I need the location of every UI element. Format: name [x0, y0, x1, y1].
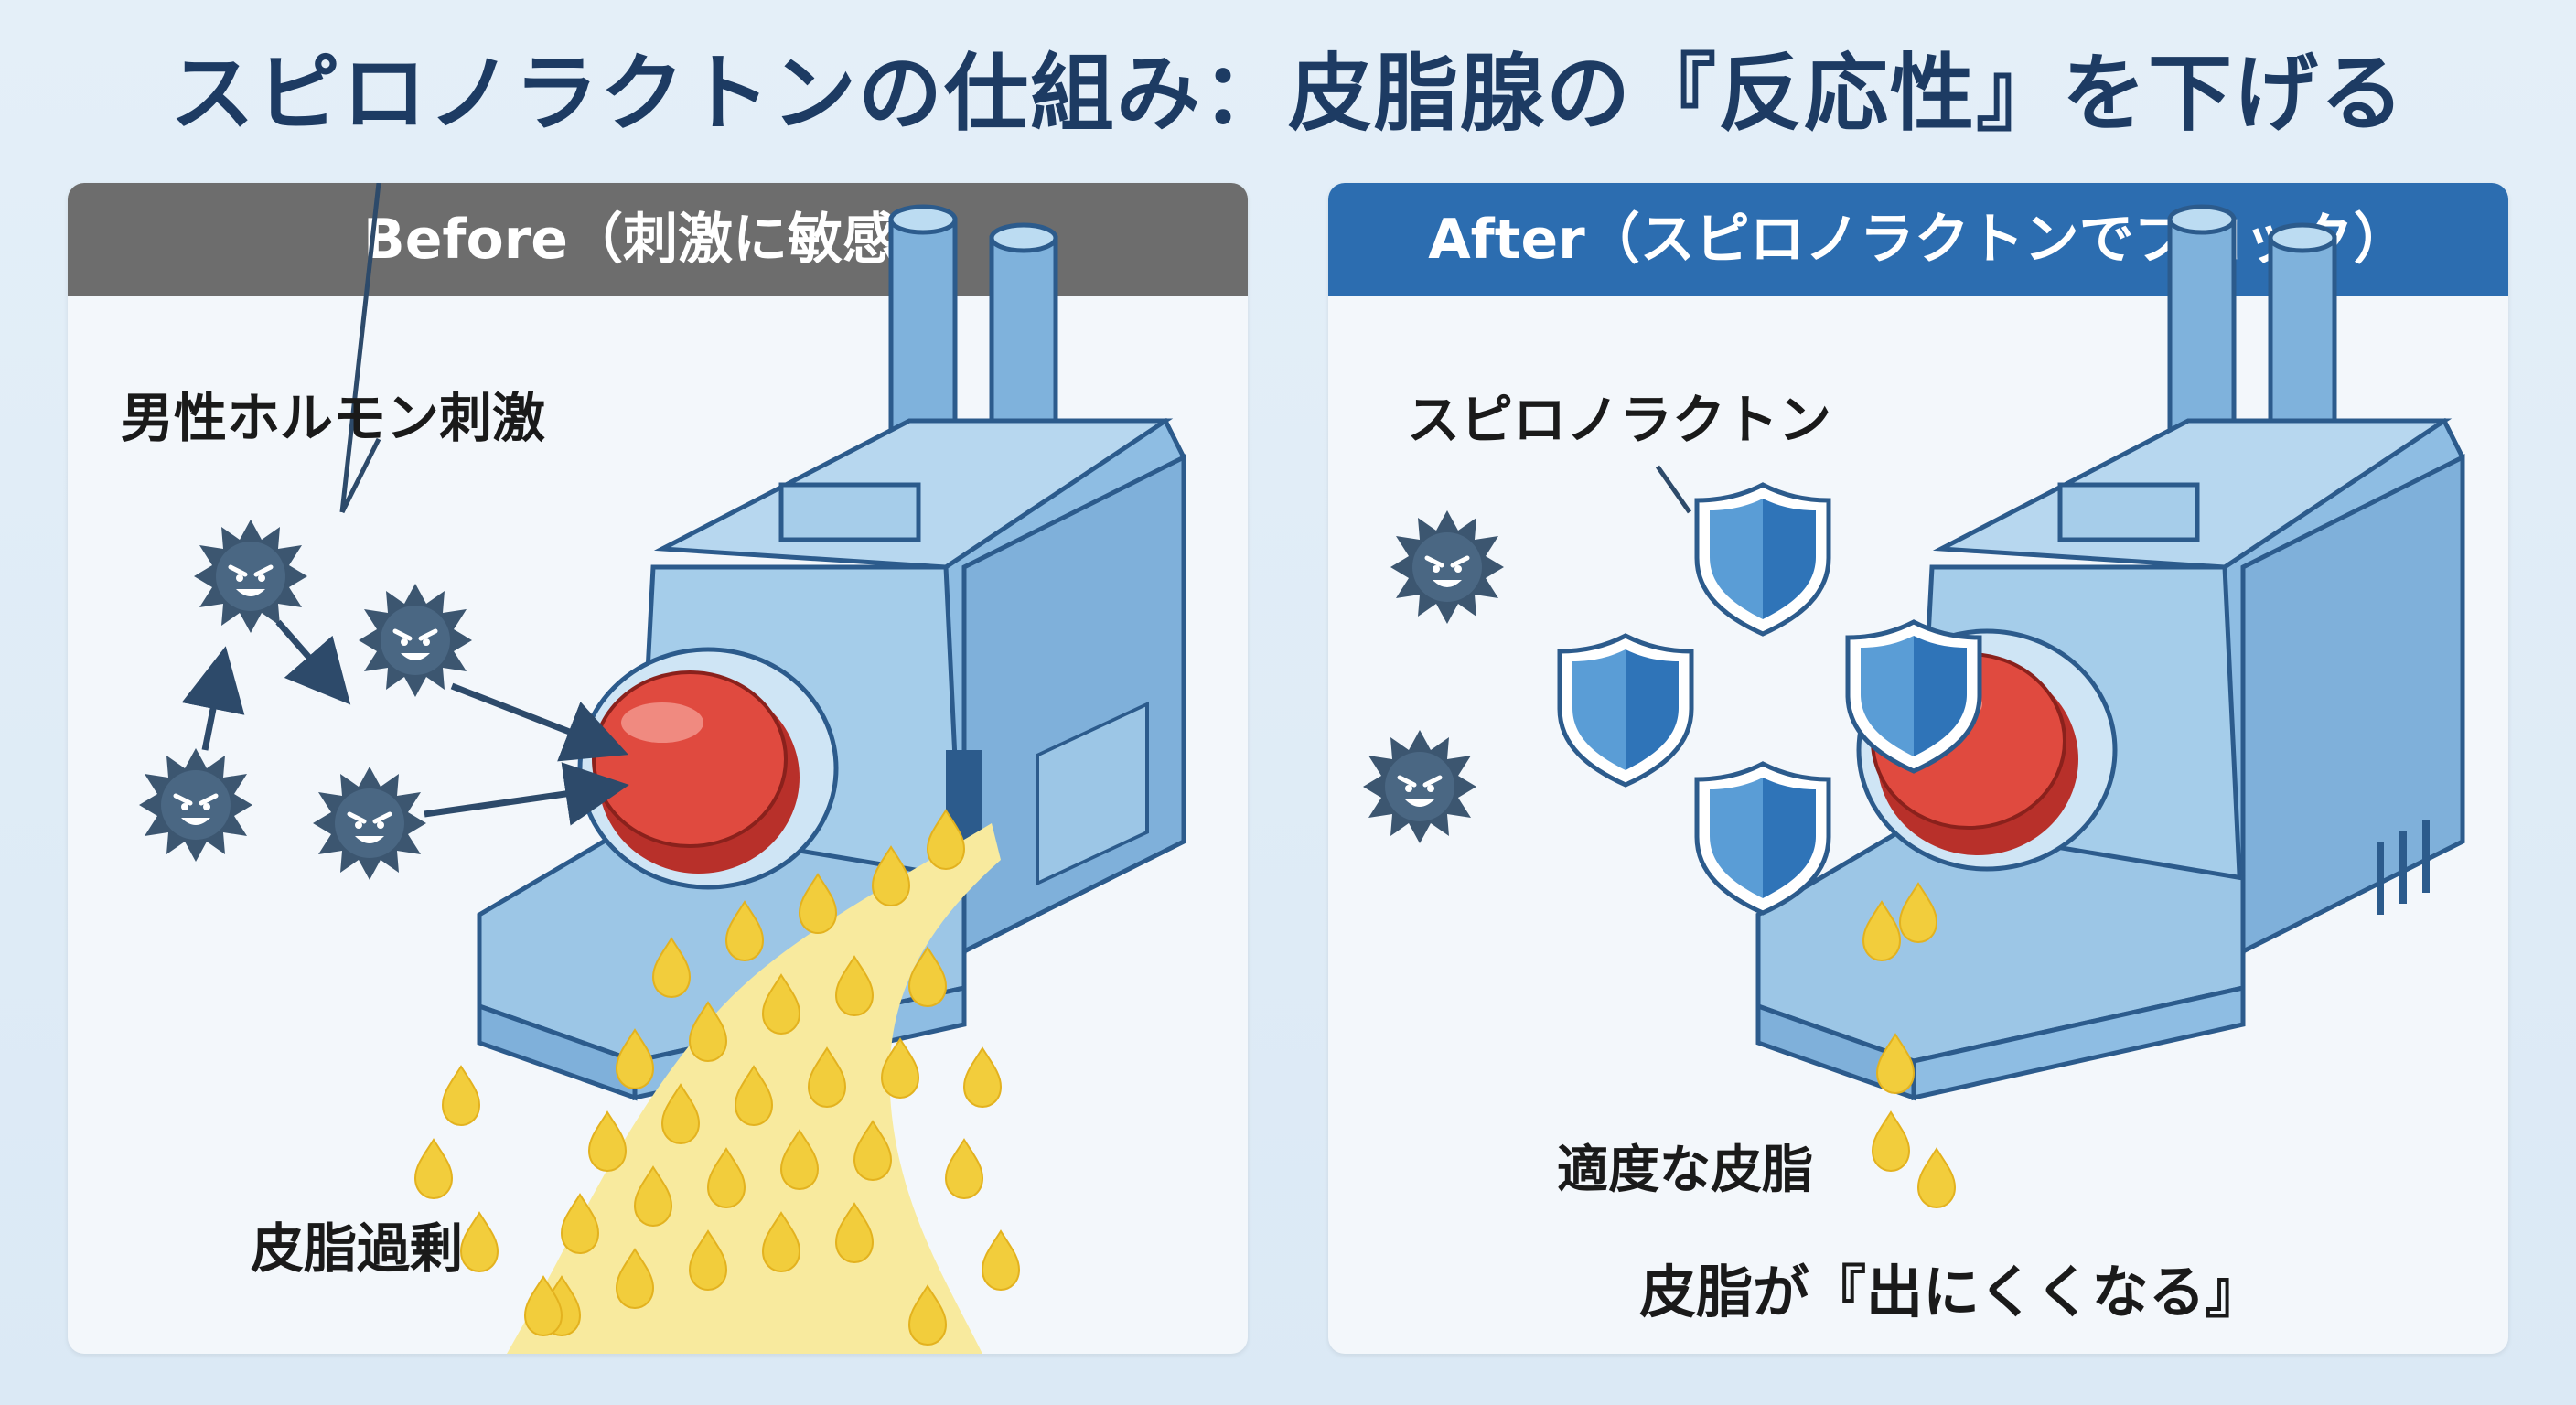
before-panel: Before（刺激に敏感） [68, 183, 1248, 1354]
excess-oil-flow [414, 810, 1020, 1354]
hormone-germs [139, 520, 472, 880]
moderate-sebum-label: 適度な皮脂 [1557, 1141, 1813, 1200]
after-illustration [1328, 204, 2465, 1208]
hormone-stimulus-label: 男性ホルモン刺激 [121, 387, 546, 449]
sebaceous-gland-machine [477, 204, 1186, 1101]
blocked-germs [1363, 510, 1504, 843]
sebum-result-label: 皮脂が『出にくくなる』 [1639, 1259, 2262, 1325]
stimulus-arrows [181, 619, 629, 826]
after-panel: After（スピロノラクトンでブロック） [1328, 183, 2508, 1354]
page-title: スピロノラクトンの仕組み：皮脂腺の『反応性』を下げる [169, 45, 2406, 143]
before-illustration [68, 183, 1186, 1354]
spironolactone-label: スピロノラクトン [1407, 389, 1832, 451]
excess-sebum-label: 皮脂過剰 [251, 1217, 464, 1280]
drug-callout-line [1655, 465, 1692, 514]
hormone-callout-line [339, 183, 381, 513]
sebaceous-gland-machine-protected [1755, 204, 2465, 1101]
